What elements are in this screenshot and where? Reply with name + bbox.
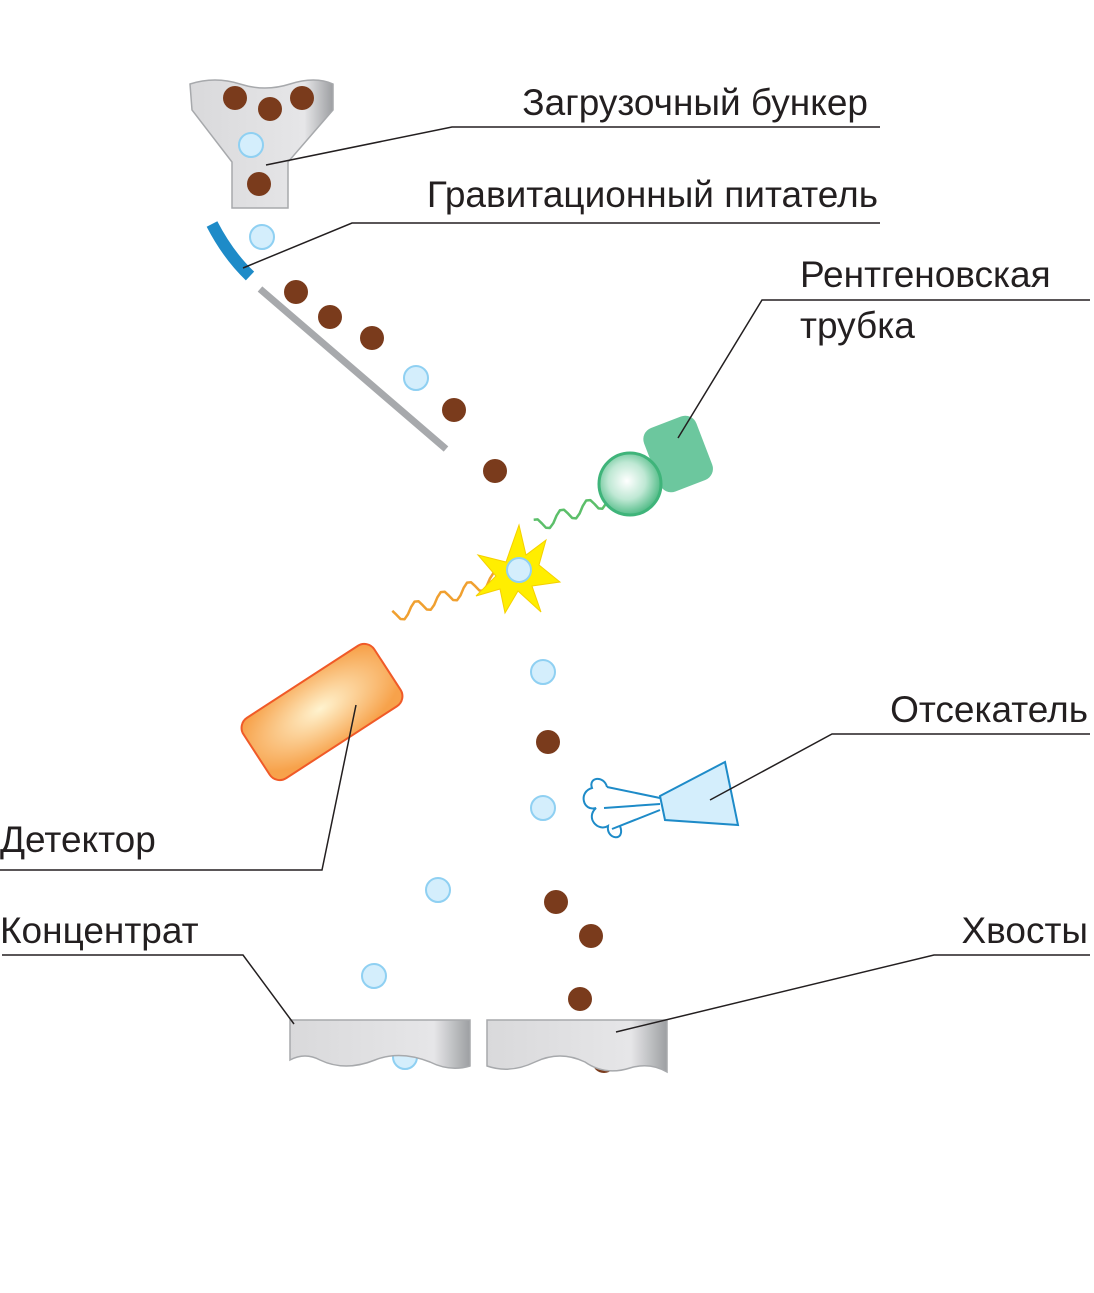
ejector-nozzle — [658, 760, 740, 827]
light-particle — [530, 795, 556, 821]
ejector-leader — [709, 733, 1090, 801]
xray-tube-label-line2: трубка — [800, 305, 915, 346]
light-particle — [238, 132, 264, 158]
brown-particle — [223, 86, 247, 110]
tailings-label: Хвосты — [961, 910, 1088, 951]
brown-particle — [442, 398, 466, 422]
light-particle — [249, 224, 275, 250]
light-particle — [361, 963, 387, 989]
air-jet — [582, 777, 661, 839]
xray-tube — [597, 415, 713, 517]
light-particle — [530, 659, 556, 685]
scanned-particle — [506, 557, 532, 583]
brown-particle — [544, 890, 568, 914]
xray-tube-label-line1: Рентгеновская — [800, 254, 1051, 295]
detector-signal — [391, 571, 507, 621]
xray-tube-leader — [677, 299, 1090, 439]
feeder-label: Гравитационный питатель — [427, 174, 878, 215]
brown-particle — [579, 924, 603, 948]
detector-label: Детектор — [0, 819, 156, 860]
brown-particle — [318, 305, 342, 329]
brown-particle — [536, 730, 560, 754]
gravity-feeder-plate — [206, 221, 255, 281]
light-particle — [403, 365, 429, 391]
brown-particle — [284, 280, 308, 304]
chute — [257, 286, 449, 452]
ejector-label: Отсекатель — [890, 689, 1088, 730]
brown-particle — [483, 459, 507, 483]
hopper-label: Загрузочный бункер — [522, 82, 868, 123]
brown-particle — [290, 86, 314, 110]
brown-particle — [247, 172, 271, 196]
feeder-leader — [242, 222, 880, 269]
tailings-bin — [486, 1019, 668, 1074]
detector-leader — [0, 704, 357, 871]
brown-particle — [360, 326, 384, 350]
hopper-leader — [265, 126, 880, 166]
brown-particle — [568, 987, 592, 1011]
xray-tube-face — [597, 451, 663, 517]
concentrate-bin — [289, 1019, 471, 1069]
ejector — [582, 760, 740, 839]
brown-particle — [258, 97, 282, 121]
detector — [240, 642, 404, 782]
tailings-leader — [615, 954, 1090, 1033]
concentrate-leader — [2, 954, 295, 1025]
light-particle — [425, 877, 451, 903]
concentrate-label: Концентрат — [0, 910, 199, 951]
